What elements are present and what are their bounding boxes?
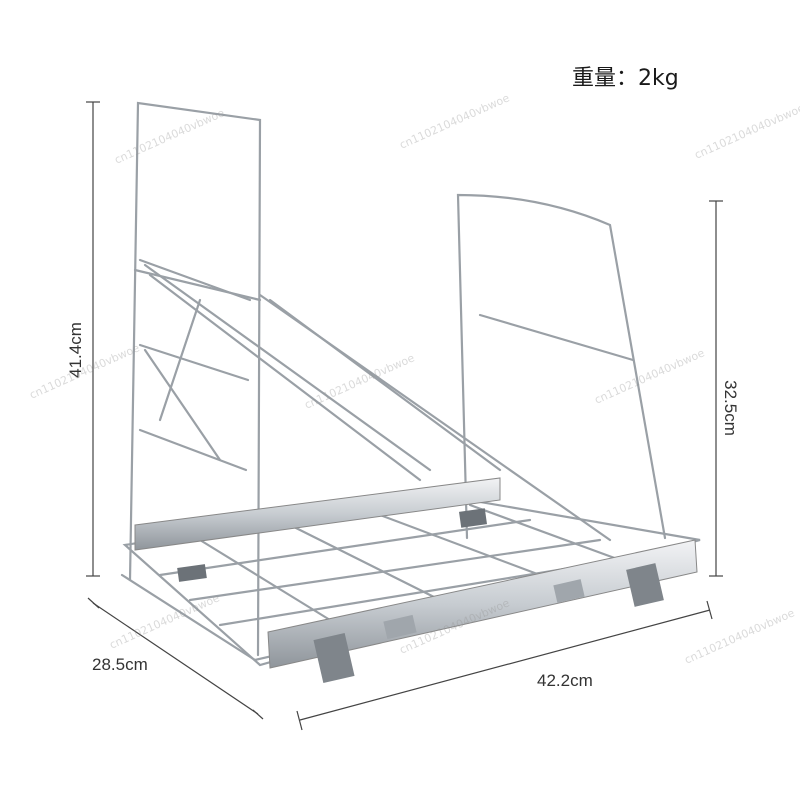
width-label: 42.2cm <box>537 671 593 690</box>
slide-rails <box>134 477 698 684</box>
height-left-label: 41.4cm <box>66 322 85 378</box>
dimension-lines <box>86 101 723 731</box>
weight-label: 重量：2kg <box>572 66 679 91</box>
height-right-label: 32.5cm <box>721 380 740 436</box>
depth-label: 28.5cm <box>92 655 148 674</box>
